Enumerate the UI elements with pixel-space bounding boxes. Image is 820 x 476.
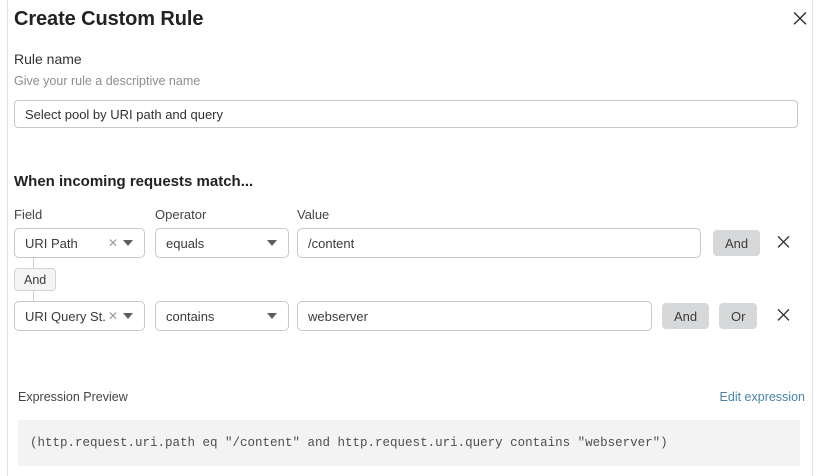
chevron-down-icon xyxy=(123,240,133,246)
conditions-section-heading: When incoming requests match... xyxy=(14,173,254,190)
chevron-down-icon xyxy=(267,240,277,246)
chevron-down-icon xyxy=(123,313,133,319)
connector-line-upper xyxy=(33,258,34,269)
rule-name-label: Rule name xyxy=(14,51,82,67)
close-icon xyxy=(793,11,807,25)
expression-preview-label: Expression Preview xyxy=(18,390,128,404)
chevron-down-icon xyxy=(267,313,277,319)
value-input-0[interactable] xyxy=(297,228,701,258)
operator-select-1[interactable]: contains xyxy=(155,301,289,331)
delete-condition-button-1[interactable] xyxy=(774,307,792,325)
rule-name-input[interactable] xyxy=(14,100,798,128)
column-header-field: Field xyxy=(14,207,43,222)
and-button-1[interactable]: And xyxy=(662,303,710,329)
column-header-operator: Operator xyxy=(155,207,207,222)
column-header-value: Value xyxy=(297,207,330,222)
operator-select-1-value: contains xyxy=(166,308,215,324)
condition-row: URI Query St... ✕ contains And Or xyxy=(0,301,820,331)
connector-and-badge[interactable]: And xyxy=(14,268,57,291)
value-input-1[interactable] xyxy=(297,301,652,331)
field-select-0-value: URI Path xyxy=(25,235,78,251)
operator-select-0[interactable]: equals xyxy=(155,228,289,258)
delete-condition-button-0[interactable] xyxy=(774,234,792,252)
operator-select-0-value: equals xyxy=(166,235,205,251)
or-button-1[interactable]: Or xyxy=(719,303,758,329)
connector-line-lower xyxy=(33,290,34,301)
condition-row: URI Path ✕ equals And xyxy=(0,228,820,258)
clear-icon[interactable]: ✕ xyxy=(107,236,118,250)
close-icon xyxy=(777,235,790,251)
field-select-1[interactable]: URI Query St... ✕ xyxy=(14,301,145,331)
dialog-right-border xyxy=(812,0,813,476)
dialog-title: Create Custom Rule xyxy=(14,8,204,30)
field-select-0[interactable]: URI Path ✕ xyxy=(14,228,145,258)
expression-preview-code: (http.request.uri.path eq "/content" and… xyxy=(18,420,800,466)
field-select-1-value: URI Query St... xyxy=(25,308,106,324)
close-icon xyxy=(777,308,790,324)
rule-name-help-text: Give your rule a descriptive name xyxy=(14,74,201,88)
edit-expression-link[interactable]: Edit expression xyxy=(719,390,805,404)
clear-icon[interactable]: ✕ xyxy=(107,309,118,323)
dialog-left-border xyxy=(7,0,8,476)
and-button-0[interactable]: And xyxy=(713,230,761,256)
close-dialog-button[interactable] xyxy=(789,7,811,29)
